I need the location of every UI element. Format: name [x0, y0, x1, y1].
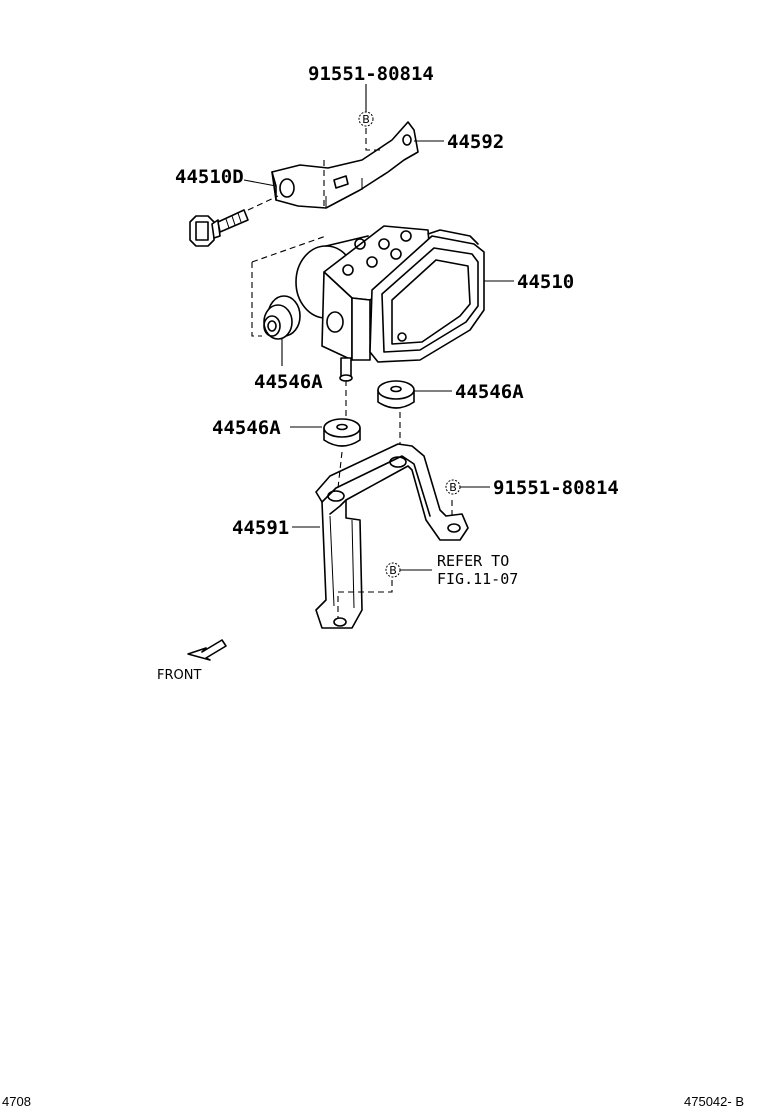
part-label-cushion-left: 44546A [254, 371, 323, 393]
cushion-left [263, 295, 301, 340]
code-marker-refer: B [385, 562, 401, 578]
refer-note-line1: REFER TO [437, 552, 509, 570]
assembly-lines [247, 128, 453, 618]
part-label-bolt-left: 44510D [175, 166, 244, 188]
lower-bracket [315, 443, 469, 629]
cushion-right [377, 380, 415, 409]
part-label-bracket-lower: 44591 [232, 517, 289, 539]
front-arrow-icon [187, 639, 227, 661]
part-label-bolt-right: 91551-80814 [493, 477, 619, 499]
part-label-bolt-top: 91551-80814 [308, 63, 434, 85]
refer-note-line2: FIG.11-07 [437, 570, 518, 588]
code-letter: B [362, 113, 370, 126]
code-marker-right: B [445, 479, 461, 495]
footer-left-code: 4708 [2, 1094, 31, 1109]
footer-right-code: 475042- B [684, 1094, 744, 1109]
code-marker-top: B [358, 111, 374, 127]
cushion-lower [323, 418, 361, 447]
bolt-44510d [189, 209, 249, 247]
part-label-cushion-right: 44546A [455, 381, 524, 403]
abs-actuator [295, 225, 485, 382]
part-label-cushion-lower: 44546A [212, 417, 281, 439]
front-label: FRONT [157, 668, 201, 683]
part-label-actuator: 44510 [517, 271, 574, 293]
code-letter: B [389, 564, 397, 577]
leader-lines [243, 84, 514, 571]
part-label-bracket-upper: 44592 [447, 131, 504, 153]
upper-bracket [271, 121, 419, 209]
code-letter: B [449, 481, 457, 494]
